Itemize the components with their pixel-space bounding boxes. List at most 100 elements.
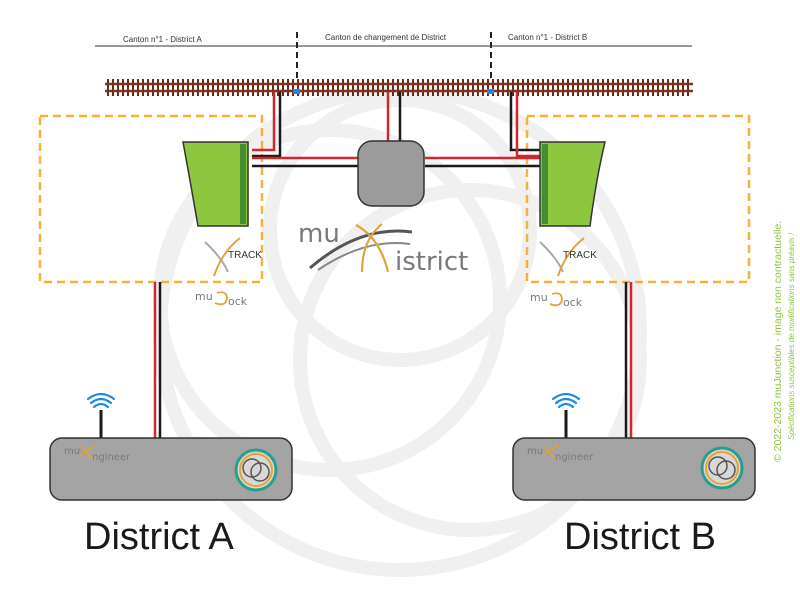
copyright-note: © 2022-2023 muJunction - image non contr… [772, 221, 784, 462]
track-tie [582, 79, 584, 96]
track-tie [642, 79, 644, 96]
track-tie [477, 79, 479, 96]
track-tie [437, 79, 439, 96]
track-tie [612, 79, 614, 96]
track-tie [592, 79, 594, 96]
track-tie [317, 79, 319, 96]
district-b-label: District B [564, 516, 716, 558]
track-tie [212, 79, 214, 96]
track-tie [532, 79, 534, 96]
track-tie [217, 79, 219, 96]
mujunction-logo-icon [234, 448, 278, 492]
track-tie [267, 79, 269, 96]
track-tie [127, 79, 129, 96]
track-tie [472, 79, 474, 96]
track-tie [137, 79, 139, 96]
track-tie [432, 79, 434, 96]
canton-label-right: Canton n°1 - District B [508, 33, 587, 42]
track-ties [107, 79, 689, 96]
track-tie [522, 79, 524, 96]
track-tie [682, 79, 684, 96]
track-tie [447, 79, 449, 96]
track-tie [222, 79, 224, 96]
mudock-logo-icon [549, 292, 563, 307]
track-tie [402, 79, 404, 96]
track-tie [162, 79, 164, 96]
track-tie [392, 79, 394, 96]
track-tie [117, 79, 119, 96]
track-tie [607, 79, 609, 96]
track-tie [537, 79, 539, 96]
track-tie [107, 79, 109, 96]
dock-enclosure-b [525, 114, 751, 284]
track-tie [332, 79, 334, 96]
track-tie [547, 79, 549, 96]
mudistrict-logo-icon [309, 223, 413, 273]
track-tie [252, 79, 254, 96]
mudock-suffix-a: ock [228, 295, 248, 308]
track-tie [362, 79, 364, 96]
canton-label-left: Canton n°1 - District A [123, 35, 202, 44]
track-tie [357, 79, 359, 96]
track-tie [307, 79, 309, 96]
track-tie [187, 79, 189, 96]
track-tie [342, 79, 344, 96]
track-tie [247, 79, 249, 96]
track-tie [182, 79, 184, 96]
track-tie [172, 79, 174, 96]
track-tie [407, 79, 409, 96]
track-tie [417, 79, 419, 96]
track-tie [147, 79, 149, 96]
track-tie [512, 79, 514, 96]
track-tie [567, 79, 569, 96]
track-tie [647, 79, 649, 96]
track-tie [232, 79, 234, 96]
track-tie [322, 79, 324, 96]
mujunction-logo-icon [700, 446, 744, 490]
track-feeder-wires [252, 92, 540, 168]
track-tie [287, 79, 289, 96]
engineer-wires [153, 282, 633, 438]
track-tie [637, 79, 639, 96]
xtrack-logo-icon [539, 237, 585, 277]
track-tie [507, 79, 509, 96]
track-tie [157, 79, 159, 96]
district-a-label: District A [84, 516, 235, 558]
track-tie [242, 79, 244, 96]
track-tie [442, 79, 444, 96]
muengineer-prefix-a: mu [64, 446, 80, 457]
track-tie [297, 79, 299, 96]
track-tie [282, 79, 284, 96]
track-tie [142, 79, 144, 96]
track-tie [627, 79, 629, 96]
track-tie [662, 79, 664, 96]
track-tie [352, 79, 354, 96]
track-tie [192, 79, 194, 96]
track-tie [552, 79, 554, 96]
track-tie [292, 79, 294, 96]
track-tie [562, 79, 564, 96]
track-tie [502, 79, 504, 96]
insulated-joint-left [293, 89, 300, 94]
track-tie [657, 79, 659, 96]
muengineer-unit-a [49, 410, 293, 501]
track-tie [377, 79, 379, 96]
mudock-prefix-a: mu [195, 290, 213, 303]
spec-note: Spécifications susceptibles de modificat… [787, 232, 796, 440]
track-tie [387, 79, 389, 96]
muengineer-unit-b [512, 410, 756, 501]
track-tie [327, 79, 329, 96]
track-tie [367, 79, 369, 96]
track-tie [572, 79, 574, 96]
dock-enclosure-a [38, 114, 264, 284]
muengineer-suffix-a: ngineer [92, 452, 131, 463]
track-tie [207, 79, 209, 96]
track-tie [197, 79, 199, 96]
canton-label-middle: Canton de changement de District [325, 33, 447, 42]
track-tie [237, 79, 239, 96]
insulated-joint-right [487, 89, 494, 94]
track-tie [492, 79, 494, 96]
muengineer-suffix-b: ngineer [555, 452, 594, 463]
track-tie [272, 79, 274, 96]
track-tie [167, 79, 169, 96]
